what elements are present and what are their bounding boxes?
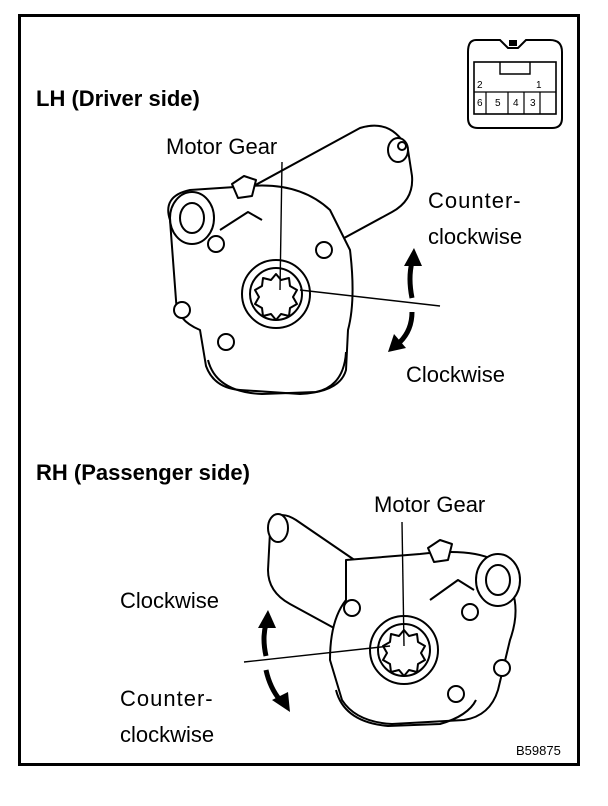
rh-annotations (243, 521, 405, 712)
rh-gear-leader-line (401, 521, 405, 647)
lh-section-title: LH (Driver side) (36, 86, 200, 111)
rh-section-title: RH (Passenger side) (36, 460, 250, 485)
rh-clockwise-label: Clockwise (120, 588, 220, 613)
connector-icon (467, 39, 563, 129)
figure-code: B59875 (516, 743, 561, 758)
connector-pin-5: 5 (495, 98, 501, 109)
connector-pin-6: 6 (477, 98, 483, 109)
rh-counterclockwise-label-line2: clockwise (120, 722, 215, 747)
rh-cw-arrow (258, 610, 276, 657)
connector-pin-3: 3 (530, 98, 536, 109)
rh-motor-illustration (267, 513, 521, 727)
connector-pin-2: 2 (477, 80, 483, 91)
lh-annotations (279, 161, 441, 352)
rh-motor-gear-label: Motor Gear (374, 492, 486, 517)
rh-counterclockwise-label-line1: Counter- (120, 686, 214, 711)
connector-pin-1: 1 (536, 80, 542, 91)
lh-ccw-arrow (404, 248, 422, 299)
lh-axis-line (299, 289, 441, 307)
rh-ccw-arrow (263, 669, 290, 712)
connector-pin-4: 4 (513, 98, 519, 109)
lh-clockwise-label: Clockwise (406, 362, 506, 387)
lh-counterclockwise-label-line2: clockwise (428, 224, 523, 249)
lh-motor-illustration (167, 124, 414, 395)
lh-counterclockwise-label-line1: Counter- (428, 188, 522, 213)
rh-axis-line (243, 645, 391, 663)
lh-cw-arrow (388, 311, 415, 352)
lh-motor-gear-label: Motor Gear (166, 134, 278, 159)
lh-gear-leader-line (279, 161, 283, 291)
